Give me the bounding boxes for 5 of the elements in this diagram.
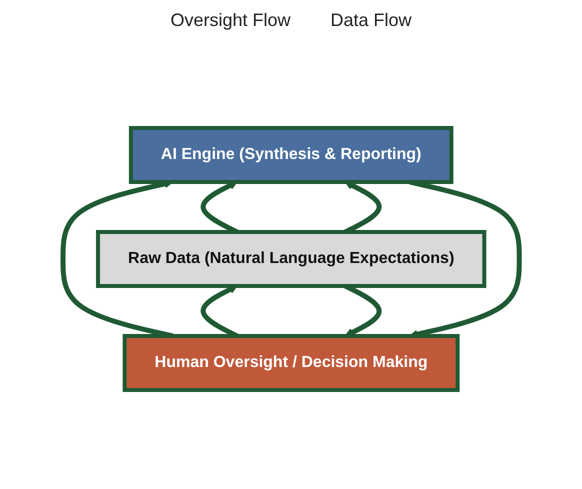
flow-label: Data Flow (330, 10, 412, 31)
flow-label: Oversight Flow (170, 10, 290, 31)
node-box: Human Oversight / Decision Making (122, 334, 460, 392)
node-box: Raw Data (Natural Language Expectations) (96, 230, 486, 288)
node-box: AI Engine (Synthesis & Reporting) (128, 126, 454, 184)
